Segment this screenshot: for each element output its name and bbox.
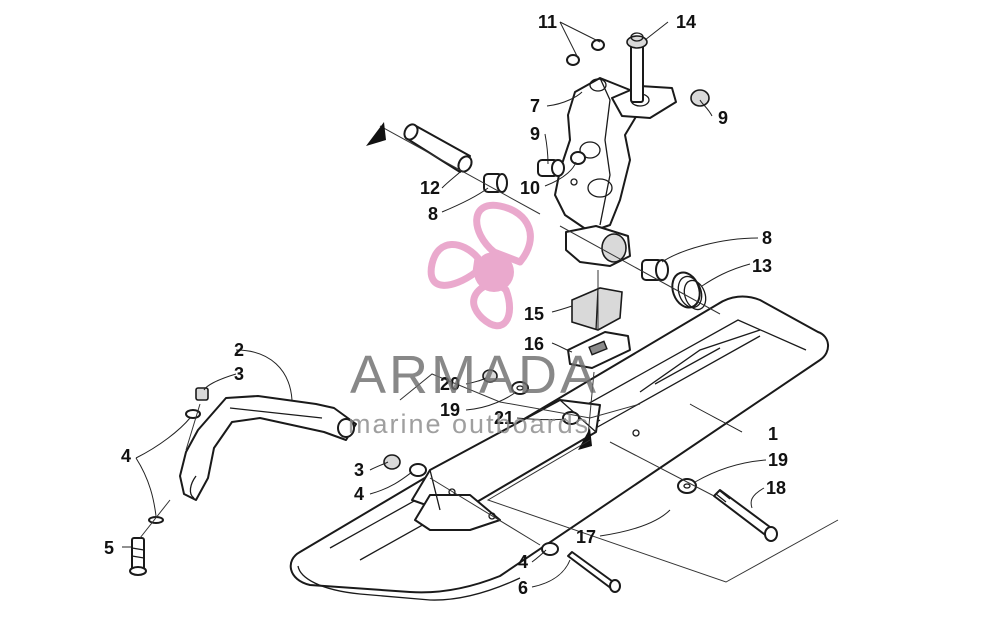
callout-19-left: 19	[440, 400, 460, 420]
callout-15: 15	[524, 304, 544, 324]
wear-pad-15	[571, 287, 623, 331]
plate-16	[567, 331, 631, 369]
axis-line-bolt-18	[609, 441, 715, 497]
washer-4-middle	[409, 463, 427, 477]
callout-19-right: 19	[768, 450, 788, 470]
nut-3-upper	[195, 387, 209, 401]
callout-9-right: 9	[718, 108, 728, 128]
axle-12	[403, 123, 473, 173]
callout-12: 12	[420, 178, 440, 198]
callout-16: 16	[524, 334, 544, 354]
propeller-logo	[427, 201, 534, 330]
bolt-5	[129, 537, 147, 576]
ski-saddle-bracket	[411, 399, 601, 531]
washer-19-right	[677, 478, 697, 494]
callout-4-lower: 4	[518, 552, 528, 572]
callout-7: 7	[530, 96, 540, 116]
callout-9-left: 9	[530, 124, 540, 144]
nut-20	[482, 369, 498, 383]
callout-11: 11	[538, 12, 557, 32]
watermark-tagline: marine outboards	[348, 409, 590, 439]
callout-5: 5	[104, 538, 114, 558]
callout-1: 1	[768, 424, 778, 444]
washer-19-left	[511, 381, 529, 395]
callout-2: 2	[234, 340, 244, 360]
washer-11	[566, 39, 605, 66]
watermark: ARMADA marine outboards	[348, 201, 599, 439]
bushing-9-right	[690, 89, 710, 107]
bolt-18	[713, 489, 778, 542]
nut-3-lower	[383, 454, 401, 470]
bolt-6	[567, 551, 621, 593]
axis-line-bolt-6	[429, 477, 541, 546]
axis-line-arm	[139, 403, 201, 539]
callout-13: 13	[752, 256, 772, 276]
watermark-brand: ARMADA	[350, 345, 599, 405]
callout-20: 20	[440, 374, 460, 394]
callout-4-left: 4	[121, 446, 131, 466]
bushing-9-left	[537, 159, 565, 177]
axis-line-axle	[379, 125, 721, 315]
callout-8-right: 8	[762, 228, 772, 248]
bushing-8-right	[641, 259, 669, 281]
callout-14: 14	[676, 12, 696, 32]
bolt-14	[626, 32, 648, 103]
callout-6: 6	[518, 578, 528, 598]
nut-10	[570, 151, 586, 186]
callout-3-upper: 3	[234, 364, 244, 384]
propeller-hub	[474, 252, 514, 292]
direction-arrow-top	[366, 122, 386, 146]
callout-21: 21	[494, 408, 514, 428]
propeller-blade-left	[427, 241, 482, 289]
callout-3-lower: 3	[354, 460, 364, 480]
leader-lines	[122, 21, 767, 588]
callout-8-left: 8	[428, 204, 438, 224]
spindle	[554, 77, 677, 267]
propeller-blade-top	[473, 201, 534, 266]
axis-line-17	[399, 373, 839, 583]
axis-line-vertical	[587, 270, 599, 437]
callout-17: 17	[576, 527, 596, 547]
ring-13	[671, 271, 707, 311]
callout-labels: 1 2 3 3 4 4 4 5 6 7 8 8 9 9 10 11 12 13 …	[104, 12, 788, 598]
steering-arm	[179, 395, 357, 501]
washer-4-lower	[541, 542, 559, 556]
callout-4-middle: 4	[354, 484, 364, 504]
callout-18: 18	[766, 478, 786, 498]
callout-10: 10	[520, 178, 540, 198]
